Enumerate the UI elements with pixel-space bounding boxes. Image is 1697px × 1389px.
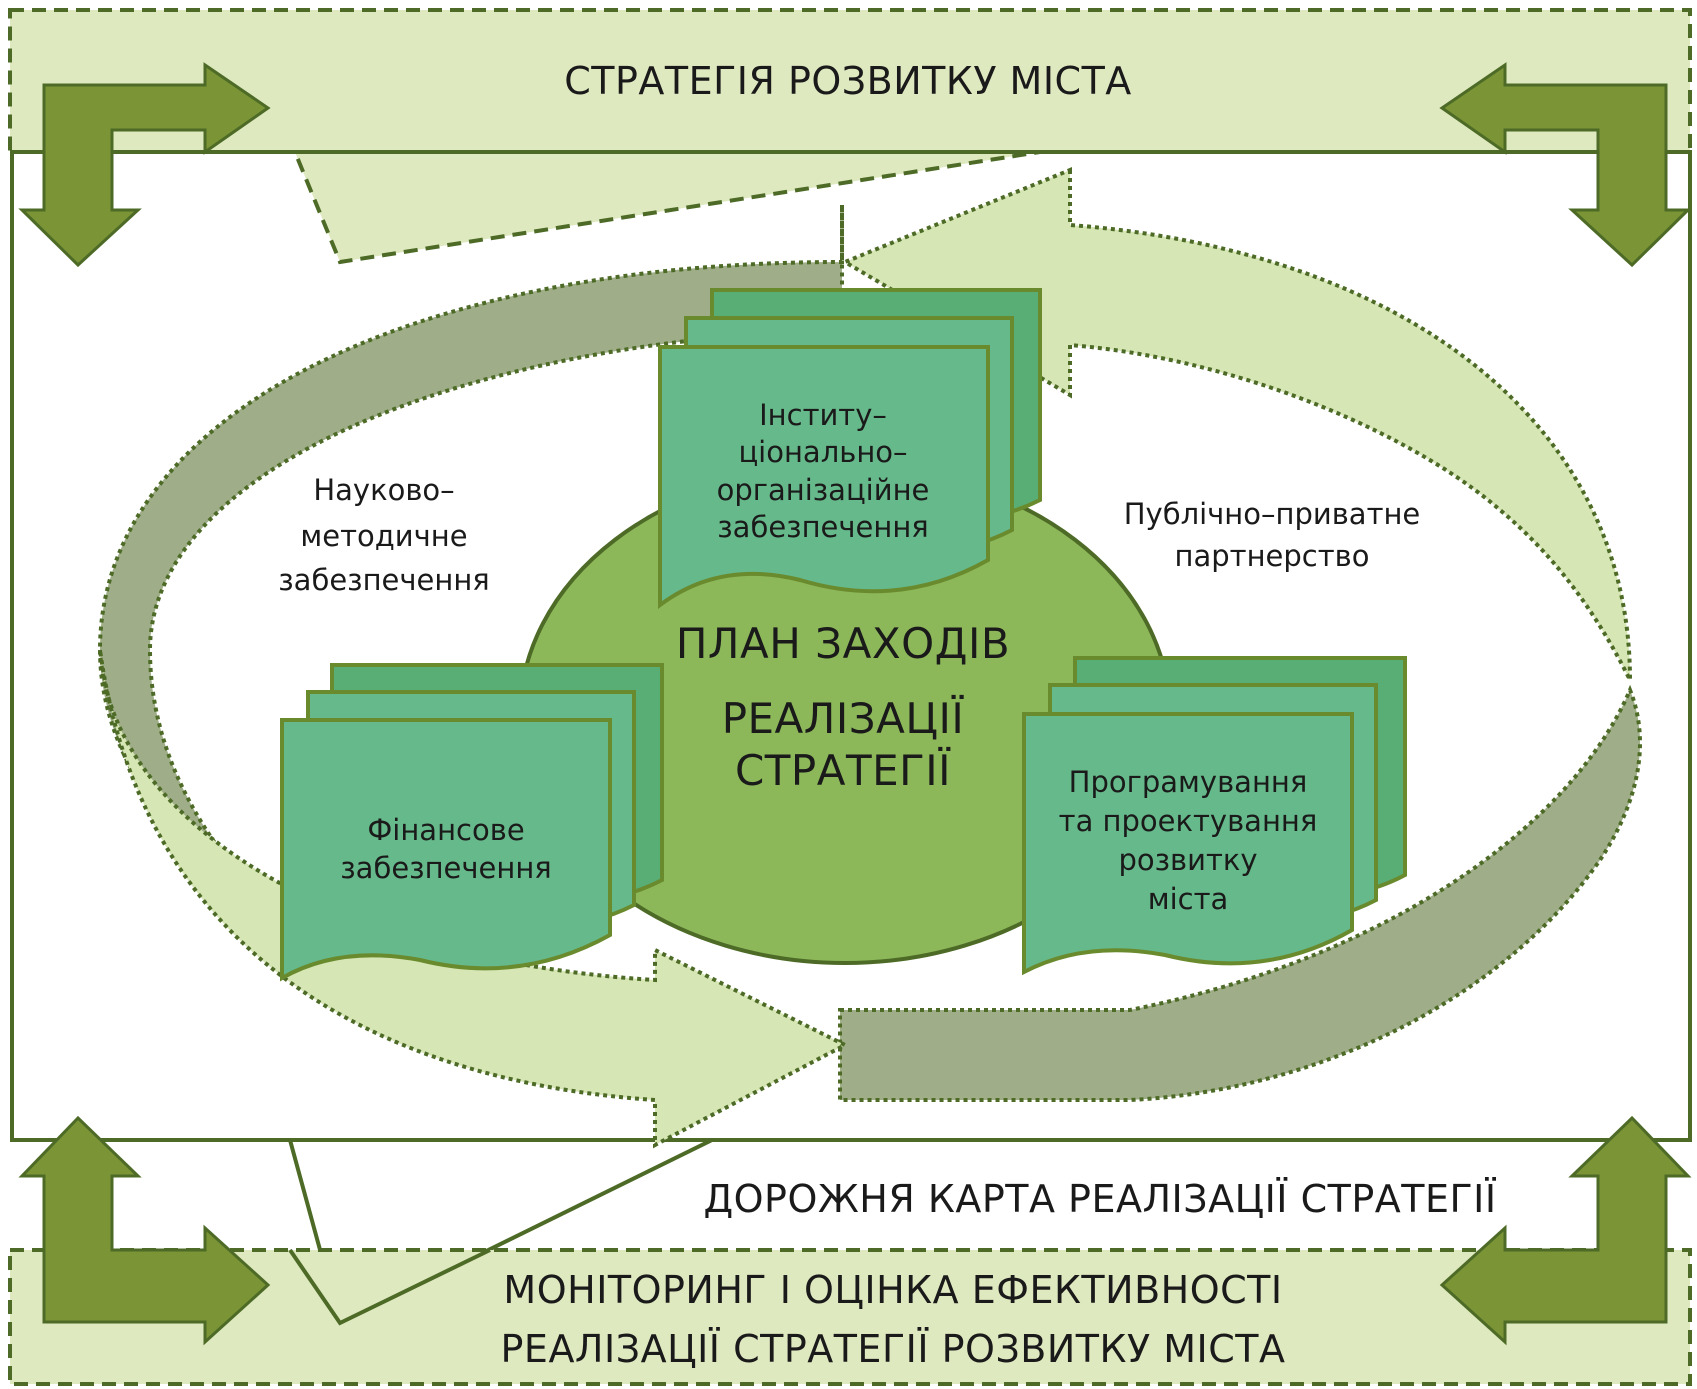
bottom-banner-line1: МОНІТОРИНГ І ОЦІНКА ЕФЕКТИВНОСТІ xyxy=(503,1268,1282,1312)
corner-arrows xyxy=(18,62,1692,1346)
cycle-arc-light-bottom-shape xyxy=(98,649,850,1149)
doc-page-front xyxy=(658,345,990,609)
bottom-banner: МОНІТОРИНГ І ОЦІНКА ЕФЕКТИВНОСТІ РЕАЛІЗА… xyxy=(8,1248,1692,1386)
center-plan-title: ПЛАН ЗАХОДІВ РЕАЛІЗАЦІЇ СТРАТЕГІЇ xyxy=(676,619,1010,795)
label-ppp-line1: Публічно–приватне xyxy=(1124,497,1421,531)
bottom-banner-shape xyxy=(8,1248,1692,1386)
corner-arrow-bottom-left xyxy=(18,1115,271,1346)
doc-stack-institutional: Інститу– ціонально– організаційне забезп… xyxy=(658,288,1042,609)
roadmap-title: ДОРОЖНЯ КАРТА РЕАЛІЗАЦІЇ СТРАТЕГІЇ xyxy=(703,1177,1496,1221)
corner-arrow-top-right xyxy=(1439,62,1692,268)
doc-page-front xyxy=(280,718,612,982)
center-plan-line2: РЕАЛІЗАЦІЇ xyxy=(722,693,965,743)
cycle-arc-dark-bottom-shape xyxy=(838,684,1642,1102)
top-banner: СТРАТЕГІЯ РОЗВИТКУ МІСТА xyxy=(8,8,1692,265)
top-banner-shape xyxy=(8,8,1692,265)
center-plan-line1: ПЛАН ЗАХОДІВ xyxy=(676,619,1010,668)
label-ppp-line2: партнерство xyxy=(1175,539,1370,573)
doc-stack-financial: Фінансове забезпечення xyxy=(280,663,664,982)
doc-institutional-line3: організаційне xyxy=(717,473,930,507)
roadmap-connector-lower xyxy=(288,1248,491,1326)
doc-institutional-line1: Інститу– xyxy=(759,398,887,432)
corner-arrow-bottom-right xyxy=(1439,1115,1692,1346)
label-scientific: Науково– методичне забезпечення xyxy=(278,473,489,597)
doc-financial-line2: забезпечення xyxy=(340,851,551,885)
doc-financial-line1: Фінансове xyxy=(367,813,524,847)
label-scientific-line1: Науково– xyxy=(313,473,454,507)
doc-page-front xyxy=(1022,712,1354,976)
doc-programming-line1: Програмування xyxy=(1069,765,1308,799)
label-scientific-line2: методичне xyxy=(300,519,467,553)
roadmap: ДОРОЖНЯ КАРТА РЕАЛІЗАЦІЇ СТРАТЕГІЇ xyxy=(12,1138,1690,1326)
doc-programming-line4: міста xyxy=(1148,882,1229,916)
center-plan-line3: СТРАТЕГІЇ xyxy=(735,745,951,795)
top-banner-title: СТРАТЕГІЯ РОЗВИТКУ МІСТА xyxy=(564,59,1132,103)
bottom-banner-line2: РЕАЛІЗАЦІЇ СТРАТЕГІЇ РОЗВИТКУ МІСТА xyxy=(501,1327,1286,1371)
doc-institutional-line2: ціонально– xyxy=(738,435,907,469)
doc-stack-programming: Програмування та проектування розвитку м… xyxy=(1022,656,1407,976)
doc-programming-line3: розвитку xyxy=(1118,843,1257,877)
label-ppp: Публічно–приватне партнерство xyxy=(1124,497,1421,573)
corner-arrow-top-left xyxy=(18,62,271,268)
doc-programming-line2: та проектування xyxy=(1059,804,1318,838)
doc-institutional-line4: забезпечення xyxy=(717,510,928,544)
label-scientific-line3: забезпечення xyxy=(278,563,489,597)
